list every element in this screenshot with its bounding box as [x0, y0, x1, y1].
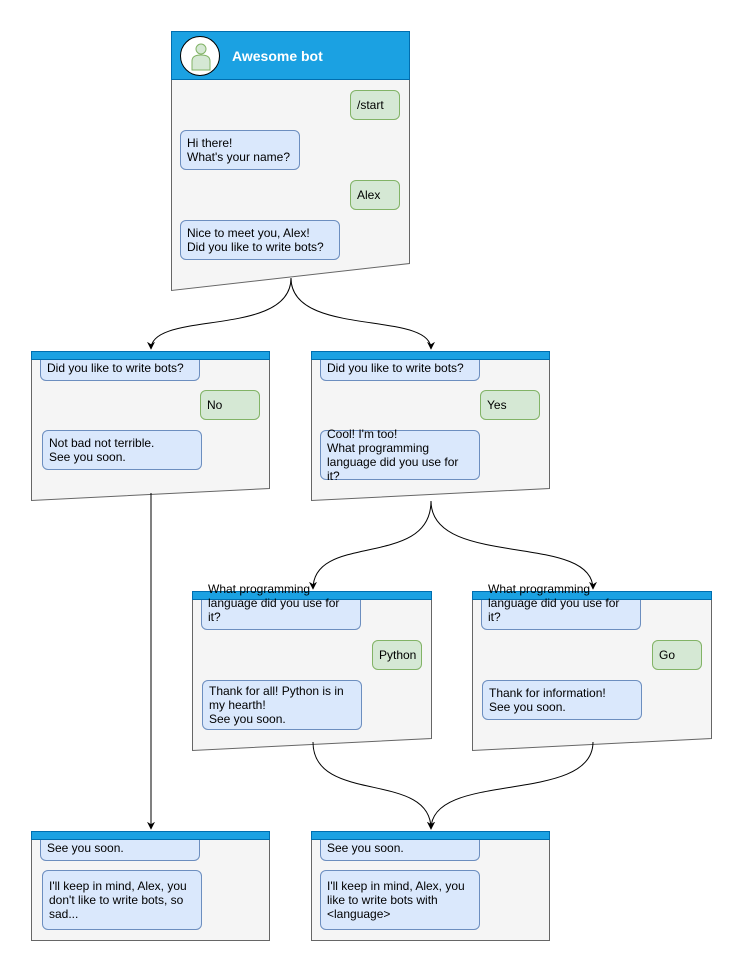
chat-header	[311, 351, 550, 360]
bot-message-bubble: I'll keep in mind, Alex, you don't like …	[42, 870, 202, 930]
bot-message-bubble: Not bad not terrible. See you soon.	[42, 430, 202, 470]
chat-card-answer-go: What programming language did you use fo…	[472, 582, 712, 752]
bot-message-bubble: Hi there! What's your name?	[180, 130, 300, 170]
user-avatar-icon	[180, 36, 220, 76]
quoted-message: Did you like to write bots?	[40, 360, 200, 381]
bot-title: Awesome bot	[232, 48, 323, 64]
bot-message-bubble: Cool! I'm too! What programming language…	[320, 427, 480, 483]
chat-header	[311, 831, 550, 840]
chat-header	[192, 591, 432, 600]
quoted-message: Did you like to write bots?	[320, 360, 480, 381]
bot-message-bubble: Thank for information! See you soon.	[482, 680, 642, 720]
bot-message-bubble: Nice to meet you, Alex! Did you like to …	[180, 220, 340, 260]
bot-message-bubble: I'll keep in mind, Alex, you like to wri…	[320, 870, 480, 930]
user-message-bubble: Alex	[350, 180, 400, 210]
chat-header	[31, 831, 270, 840]
user-message-bubble: Python	[372, 640, 422, 670]
flow-arrow-answer-go-to-reminder-yes	[427, 741, 594, 830]
flow-arrow-answer-yes-to-answer-go	[430, 500, 597, 590]
chat-header	[472, 591, 712, 600]
chat-card-answer-python: What programming language did you use fo…	[192, 582, 432, 752]
quoted-message: See you soon.	[40, 840, 200, 861]
user-message-bubble: /start	[350, 90, 400, 120]
flow-arrow-answer-python-to-reminder-yes	[312, 741, 435, 830]
avatar-person-shape	[191, 43, 211, 71]
user-message-bubble: Go	[652, 640, 702, 670]
chat-card-reminder-yes: See you soon. I'll keep in mind, Alex, yo…	[311, 831, 550, 941]
bot-message-bubble: Thank for all! Python is in my hearth! S…	[202, 680, 362, 730]
user-message-bubble: No	[200, 390, 260, 420]
flow-arrow-answer-yes-to-answer-python	[309, 500, 432, 590]
chat-card-reminder-no: See you soon. I'll keep in mind, Alex, yo…	[31, 831, 270, 941]
chat-card-start: Awesome bot/start Hi there! What's your n…	[171, 31, 410, 292]
user-message-bubble: Yes	[480, 390, 540, 420]
chat-header	[31, 351, 270, 360]
quoted-message: What programming language did you use fo…	[481, 582, 641, 630]
quoted-message: See you soon.	[320, 840, 480, 861]
quoted-message: What programming language did you use fo…	[201, 582, 361, 630]
